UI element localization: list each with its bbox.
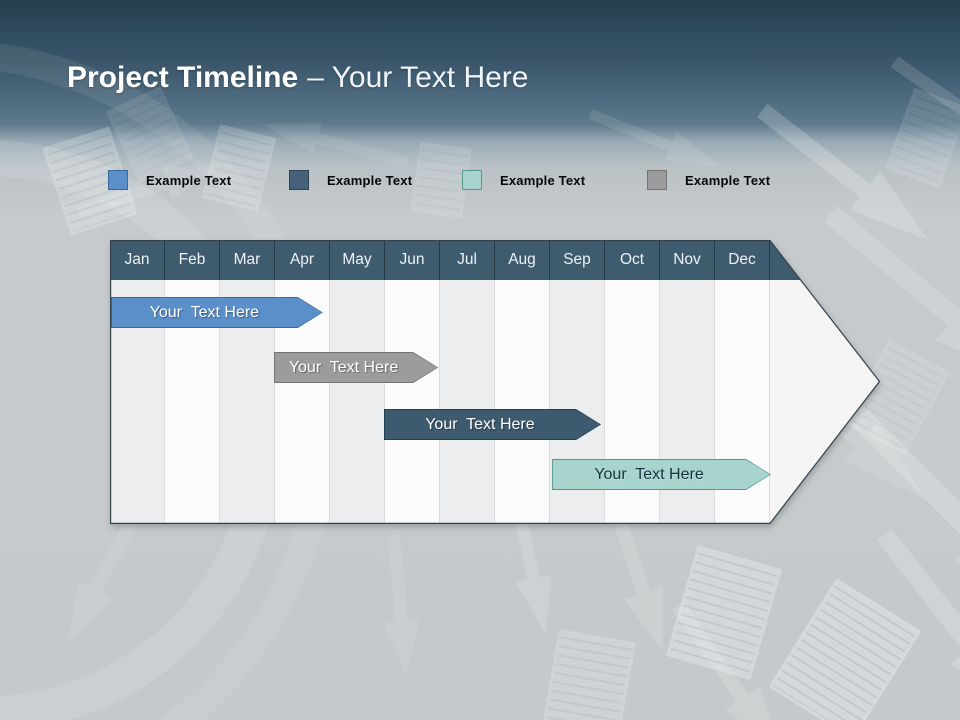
legend-swatch-blue — [108, 170, 128, 190]
background-document — [665, 545, 783, 680]
legend-label: Example Text — [327, 172, 413, 188]
month-cell-aug: Aug — [495, 240, 550, 280]
legend-label: Example Text — [685, 172, 771, 188]
month-cell-mar: Mar — [110, 110, 165, 128]
month-cell-nov: Nov — [550, 110, 605, 128]
month-cell-oct: Oct — [605, 240, 660, 280]
timeline-column — [165, 240, 220, 523]
timeline-column — [220, 240, 275, 523]
timeline-bar-label: Your Text Here — [288, 358, 399, 376]
timeline-column — [110, 240, 165, 523]
legend-label: Example Text — [146, 172, 232, 188]
legend-swatch-teal — [462, 170, 482, 190]
timeline-column — [0, 0, 55, 127]
timeline-column — [440, 240, 495, 523]
month-cell-jul: Jul — [440, 240, 495, 280]
legend-item: Example Text — [647, 168, 770, 192]
month-cell-jul: Jul — [330, 110, 385, 128]
background-document — [542, 628, 636, 720]
slide-title-sub: – Your Text Here — [307, 61, 529, 94]
month-cell-sep: Sep — [440, 110, 495, 128]
timeline-bar: Your Text Here — [274, 38, 491, 52]
background-arrow-icon — [654, 589, 806, 720]
month-cell-feb: Feb — [165, 240, 220, 280]
slide-title-main: Project Timeline — [67, 61, 299, 94]
month-cell-apr: Apr — [275, 240, 330, 280]
month-cell-jan: Jan — [110, 240, 165, 280]
month-cell-nov: Nov — [660, 240, 715, 280]
timeline-bar: Your Text Here — [384, 409, 601, 440]
legend-swatch-darkblue — [289, 170, 309, 190]
month-cell-feb: Feb — [55, 110, 110, 128]
timeline-bar-label: Your Text Here — [484, 18, 594, 27]
background-document — [885, 87, 960, 189]
month-cell-jan: Jan — [0, 110, 55, 128]
background-arrow-icon — [369, 533, 431, 677]
month-cell-jun: Jun — [275, 110, 330, 128]
timeline-bar: Your Text Here — [111, 297, 323, 328]
timeline-bar-shape — [443, 16, 660, 29]
timeline-bar: Your Text Here — [274, 352, 438, 383]
month-cell-jun: Jun — [385, 240, 440, 280]
timeline-bar-label: Your Text Here — [315, 41, 425, 49]
timeline-column — [495, 240, 550, 523]
timeline-bar: Your Text Here — [552, 459, 771, 490]
legend-item: Example Text — [289, 168, 412, 192]
slide-title: Project Timeline– Your Text Here — [67, 60, 528, 96]
month-cell-oct: Oct — [495, 110, 550, 128]
month-cell-sep: Sep — [550, 240, 605, 280]
month-cell-mar: Mar — [220, 240, 275, 280]
month-cell-dec: Dec — [605, 110, 660, 128]
background-arrow-icon — [853, 510, 960, 720]
background-arrow-icon — [879, 39, 960, 176]
timeline-bar-label: Your Text Here — [594, 465, 704, 483]
legend-item: Example Text — [462, 168, 585, 192]
month-cell-dec: Dec — [715, 240, 770, 280]
timeline-bar-label: Your Text Here — [425, 415, 535, 433]
timeline-bar-label: Your Text Here — [149, 303, 260, 321]
timeline-column — [605, 0, 660, 127]
background-document — [768, 578, 922, 720]
timeline-bar: Your Text Here — [442, 15, 661, 29]
month-cell-may: May — [220, 110, 275, 128]
legend-item: Example Text — [108, 168, 231, 192]
legend-swatch-gray — [647, 170, 667, 190]
month-cell-aug: Aug — [385, 110, 440, 128]
legend-label: Example Text — [500, 172, 586, 188]
month-cell-apr: Apr — [165, 110, 220, 128]
timeline-bar-shape — [275, 38, 490, 51]
timeline-column — [550, 0, 605, 127]
month-cell-may: May — [330, 240, 385, 280]
